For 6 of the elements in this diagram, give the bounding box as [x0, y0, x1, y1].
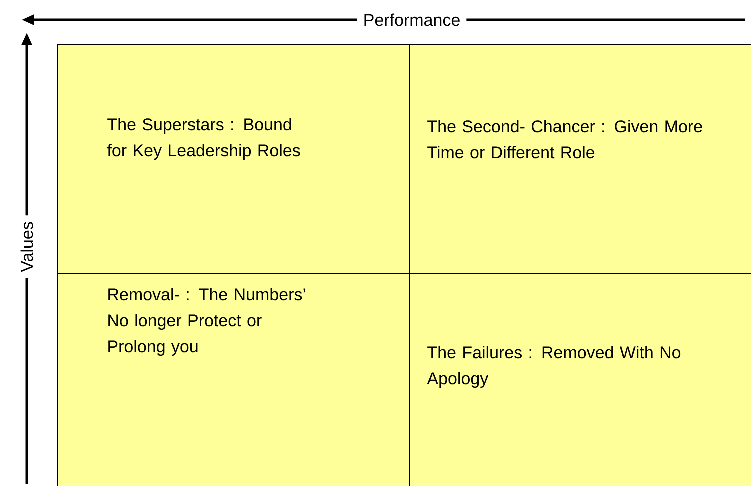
quadrant-box: The Failures : Removed With No Apology — [409, 272, 751, 486]
quadrant-box: Removal- : The Numbers’ No longer Protect or Prolong you — [57, 272, 410, 486]
quadrant-box: The Second- Chancer : Given More Time or Different Role — [409, 44, 751, 274]
quadrant-box: The Superstars : Bound for Key Leadership Roles — [57, 44, 410, 274]
axis-label: Values — [14, 216, 40, 278]
axis-label: Performance — [357, 8, 467, 32]
